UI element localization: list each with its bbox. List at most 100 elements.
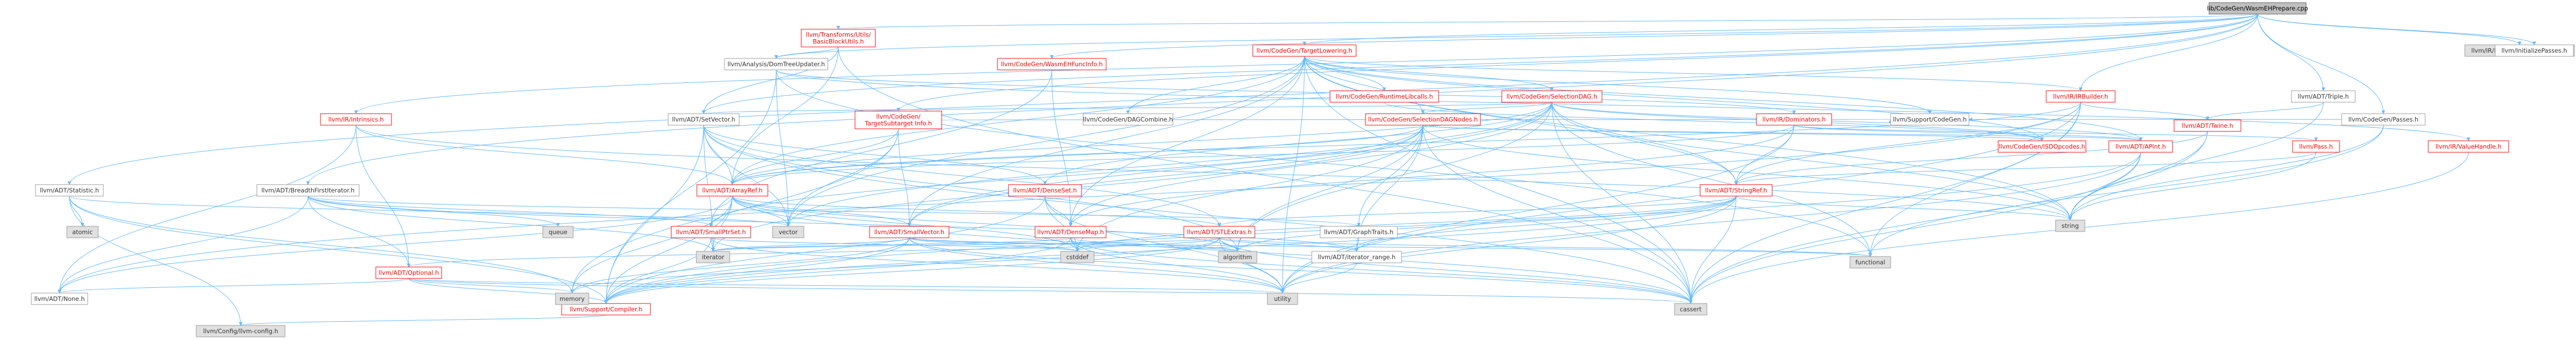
graph-node-selectiondag[interactable]: llvm/CodeGen/SelectionDAG.h [1501, 90, 1602, 103]
include-edge-arrayref-to-memory [570, 196, 733, 294]
node-box [542, 226, 574, 238]
include-edge-selectiondag-to-functional [1551, 102, 1872, 257]
node-label: llvm/CodeGen/RuntimeLibcalls.h [1336, 93, 1433, 100]
node-label: llvm/ADT/Triple.h [2298, 93, 2349, 100]
include-edge-arrayref-to-none [57, 196, 733, 294]
graph-node-apint[interactable]: llvm/ADT/APInt.h [2108, 140, 2173, 153]
graph-node-cstddef: cstddef [1060, 251, 1095, 263]
include-edge-stlextras-to-algorithm [1219, 237, 1240, 252]
node-box [1674, 303, 1707, 315]
graph-node-stlextras[interactable]: llvm/ADT/STLExtras.h [1183, 226, 1255, 238]
graph-node-queue: queue [542, 226, 574, 238]
node-label: llvm/ADT/SmallPtrSet.h [676, 228, 746, 236]
include-edge-stlextras-to-utility [1219, 237, 1285, 294]
node-label: llvm/CodeGen/SelectionDAG.h [1506, 93, 1597, 100]
include-edge-transforms_bbutils-to-arrayref [730, 46, 839, 185]
node-label: string [2061, 222, 2079, 229]
node-box [31, 293, 88, 305]
graph-node-tsi[interactable]: llvm/CodeGen/TargetSubtarget Info.h [854, 111, 942, 129]
include-edge-twine-to-cassert [1689, 131, 2208, 304]
node-box [854, 111, 942, 129]
include-edge-stlextras-to-functional [1219, 237, 1872, 257]
node-box [1329, 90, 1439, 103]
include-edge-statistic-to-config [69, 196, 243, 326]
node-box [2055, 220, 2085, 232]
include-edge-root-to-codegen_passes [2257, 14, 2385, 114]
include-edge-bfi-to-graphtraits [307, 196, 1361, 227]
include-edge-selectiondag-to-vector [786, 102, 1552, 227]
node-label: iterator [702, 253, 725, 261]
node-label: llvm/Pass.h [2299, 143, 2333, 150]
node-box [869, 226, 949, 238]
include-edge-domtreeupdater-to-compiler [604, 69, 777, 304]
graph-node-twine[interactable]: llvm/ADT/Twine.h [2174, 119, 2241, 132]
graph-node-pass[interactable]: llvm/Pass.h [2292, 140, 2340, 153]
include-edge-stringref-to-string [1736, 196, 2072, 221]
node-label: llvm/ADT/SmallVector.h [874, 228, 944, 236]
graph-node-wasmehfuncinfo[interactable]: llvm/CodeGen/WasmEHFuncInfo.h [997, 58, 1107, 70]
node-label: queue [549, 228, 567, 236]
node-box [1035, 226, 1107, 238]
graph-node-bfi: llvm/ADT/BreadthFirstIterator.h [256, 184, 360, 197]
include-edge-smallvector-to-memory [570, 237, 910, 294]
include-edge-arrayref-to-cstddef [732, 196, 1079, 252]
node-box [1218, 251, 1257, 263]
include-edge-codegen_passes-to-string [2068, 125, 2384, 221]
include-edge-smallvector-to-algorithm [909, 237, 1240, 252]
graph-node-irbuilder[interactable]: llvm/IR/IRBuilder.h [2046, 90, 2116, 103]
include-edge-apint-to-string [2068, 152, 2141, 221]
include-edge-selectiondagnodes-to-string [1422, 125, 2072, 221]
include-edge-stringref-to-iterator_range [1355, 196, 1737, 252]
include-edge-root-to-targetlowering [1302, 14, 2258, 45]
include-edge-denseset-to-compiler [604, 196, 1046, 304]
graph-node-targetlowering[interactable]: llvm/CodeGen/TargetLowering.h [1252, 44, 1357, 57]
graph-node-dominators[interactable]: llvm/IR/Dominators.h [1756, 113, 1832, 126]
graph-node-compiler[interactable]: llvm/Support/Compiler.h [561, 303, 651, 315]
node-box [1311, 251, 1402, 263]
include-edge-targetlowering-to-smallvector [907, 56, 1305, 227]
node-label: llvm/IR/IRBuilder.h [2053, 93, 2108, 100]
graph-node-runtimelibcalls[interactable]: llvm/CodeGen/RuntimeLibcalls.h [1329, 90, 1439, 103]
include-edge-bfi-to-iterator_range [307, 196, 1359, 252]
node-label: llvm/ADT/StringRef.h [1705, 187, 1767, 194]
graph-node-transforms_bbutils[interactable]: llvm/Transforms/Utils/BasicBlockUtils.h [801, 29, 876, 47]
include-edge-compiler-to-config [239, 314, 607, 326]
node-label: cstddef [1066, 253, 1089, 261]
node-label: llvm/CodeGen/ [876, 113, 921, 120]
graph-node-smallvector[interactable]: llvm/ADT/SmallVector.h [869, 226, 949, 238]
node-label: algorithm [1223, 253, 1252, 261]
node-box [2341, 113, 2426, 126]
node-box [1083, 113, 1173, 126]
include-edge-domtreeupdater-to-dominators [776, 69, 1796, 114]
graph-node-algorithm: algorithm [1218, 251, 1257, 263]
node-label: vector [779, 228, 798, 236]
include-edge-pass-to-stringref [1734, 152, 2317, 185]
node-box [668, 113, 740, 126]
graph-node-densemap[interactable]: llvm/ADT/DenseMap.h [1035, 226, 1107, 238]
include-edge-dominators-to-arrayref [730, 125, 1795, 185]
node-box [997, 58, 1107, 70]
include-edge-bfi-to-smallptrset [307, 196, 713, 227]
include-edge-apint-to-cassert [1689, 152, 2141, 304]
graph-node-valuehandle[interactable]: llvm/IR/ValueHandle.h [2428, 140, 2509, 153]
node-box [320, 113, 392, 126]
include-edge-smallvector-to-cassert [909, 237, 1693, 304]
include-edge-densemap-to-iterator [711, 237, 1071, 252]
include-edge-selectiondagnodes-to-smallptrset [709, 125, 1423, 227]
node-label: llvm/Analysis/DomTreeUpdater.h [728, 60, 825, 68]
node-label: llvm/ADT/ArrayRef.h [702, 187, 763, 194]
graph-node-arrayref[interactable]: llvm/ADT/ArrayRef.h [696, 184, 768, 197]
graph-node-denseset[interactable]: llvm/ADT/DenseSet.h [1008, 184, 1082, 197]
graph-node-selectiondagnodes[interactable]: llvm/CodeGen/SelectionDAGNodes.h [1365, 113, 1481, 126]
node-label: atomic [72, 228, 92, 236]
include-edge-stlextras-to-memory [570, 237, 1220, 294]
node-label: llvm/ADT/Twine.h [2182, 122, 2234, 129]
graph-node-intrinsics[interactable]: llvm/IR/Intrinsics.h [320, 113, 392, 126]
include-edge-root-to-domtreeupdater [774, 14, 2258, 59]
graph-node-smallptrset[interactable]: llvm/ADT/SmallPtrSet.h [671, 226, 751, 238]
graph-node-isdopcodes[interactable]: llvm/CodeGen/ISDOpcodes.h [1998, 140, 2086, 153]
graph-node-optional[interactable]: llvm/ADT/Optional.h [375, 266, 442, 279]
include-edge-wasmehfuncinfo-to-smallptrset [709, 69, 1052, 227]
graph-node-stringref[interactable]: llvm/ADT/StringRef.h [1700, 184, 1773, 197]
node-label: llvm/ADT/APInt.h [2116, 143, 2166, 150]
